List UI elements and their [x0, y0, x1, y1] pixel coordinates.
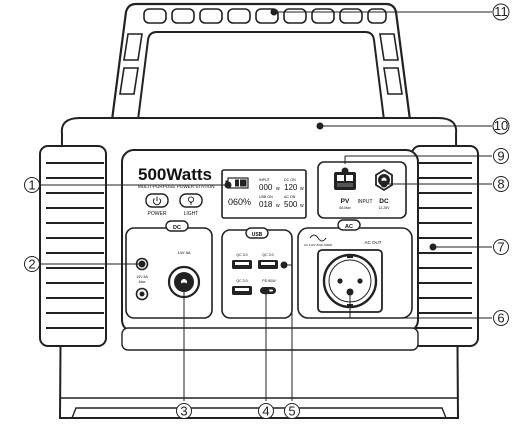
svg-text:8: 8 [497, 177, 504, 192]
ac-on-value: 500 [284, 200, 298, 209]
callout-2: 2 [24, 256, 40, 272]
svg-text:2: 2 [28, 257, 35, 272]
callout-7: 7 [493, 239, 509, 255]
svg-text:4: 4 [262, 404, 269, 419]
light-label: LIGHT [184, 211, 199, 217]
callout-4: 4 [258, 403, 274, 419]
svg-text:1: 1 [28, 178, 35, 193]
pv-rating: 8A Max [339, 206, 351, 210]
dc-on-value: 120 [284, 183, 298, 192]
pv-input-port[interactable] [334, 172, 356, 190]
dc-input-label: DC [379, 198, 389, 205]
usb-badge: USB [252, 232, 263, 238]
ac-rating: AC 110V 60Hz 500W [304, 243, 332, 247]
input-value: 000 [259, 183, 273, 192]
input-panel-label: INPUT [358, 199, 373, 205]
callout-9: 9 [493, 148, 509, 164]
ac-badge: AC [345, 224, 353, 230]
svg-text:9: 9 [497, 149, 504, 164]
dc-badge: DC [173, 225, 181, 231]
left-vents [46, 162, 104, 329]
svg-text:6: 6 [497, 311, 504, 326]
usb-port-1-label: QC 3.0 [236, 253, 247, 257]
light-button[interactable] [179, 193, 203, 208]
power-button[interactable] [145, 193, 169, 208]
usb-port-4-label: PD 60W [262, 279, 276, 283]
usb-on-value: 018 [259, 200, 273, 209]
callout-3: 3 [176, 403, 192, 419]
svg-text:3: 3 [180, 404, 187, 419]
battery-percent: 060% [228, 197, 251, 207]
usb-on-unit: w [276, 203, 280, 209]
svg-text:5: 5 [288, 404, 295, 419]
dc-on-unit: w [300, 186, 304, 192]
pv-label: PV [341, 198, 350, 205]
svg-text:10: 10 [494, 118, 508, 133]
callout-8: 8 [493, 176, 509, 192]
brand-title: 500Watts [138, 165, 212, 184]
usb-port-3-label: QC 3.0 [236, 279, 247, 283]
input-unit: w [276, 186, 280, 192]
power-label: POWER [148, 211, 167, 217]
callout-5: 5 [284, 403, 300, 419]
light-bulb-icon [187, 196, 195, 205]
callout-lines [40, 8, 492, 401]
sine-wave-icon [309, 234, 327, 242]
right-vents [414, 162, 472, 329]
usb-a-port-2[interactable] [258, 260, 278, 269]
dc-input-rating: 12-28V [379, 206, 391, 210]
dc-side-label: 14V 8A [136, 275, 148, 279]
dc-side-sub: Max [139, 280, 146, 284]
ac-out-label: AC OUT [364, 240, 381, 245]
ac-on-unit: w [300, 203, 304, 209]
power-icon [152, 196, 162, 206]
usb-on-label: USB ON [259, 195, 273, 199]
dc-output-panel [125, 220, 213, 319]
svg-text:7: 7 [497, 240, 504, 255]
callout-10: 10 [492, 117, 510, 135]
usb-panel [221, 227, 293, 319]
input-panel [317, 161, 407, 219]
usb-a-port-1[interactable] [232, 260, 252, 269]
ac-on-label: AC ON [284, 195, 296, 199]
callout-11: 11 [492, 3, 510, 21]
svg-text:11: 11 [494, 4, 508, 19]
car-port-label: 14V 8A [177, 250, 190, 255]
ac-socket[interactable] [317, 249, 383, 313]
callout-6: 6 [493, 310, 509, 326]
input-label: INPUT [259, 178, 271, 182]
lcd-display [221, 169, 307, 219]
dc-on-label: DC ON [284, 178, 296, 182]
usb-port-2-label: QC 3.0 [262, 253, 273, 257]
callout-1: 1 [24, 177, 40, 193]
brand-subtitle: MULTI-PURPOSE POWER STATION [138, 184, 215, 189]
usb-a-port-3[interactable] [232, 286, 252, 295]
